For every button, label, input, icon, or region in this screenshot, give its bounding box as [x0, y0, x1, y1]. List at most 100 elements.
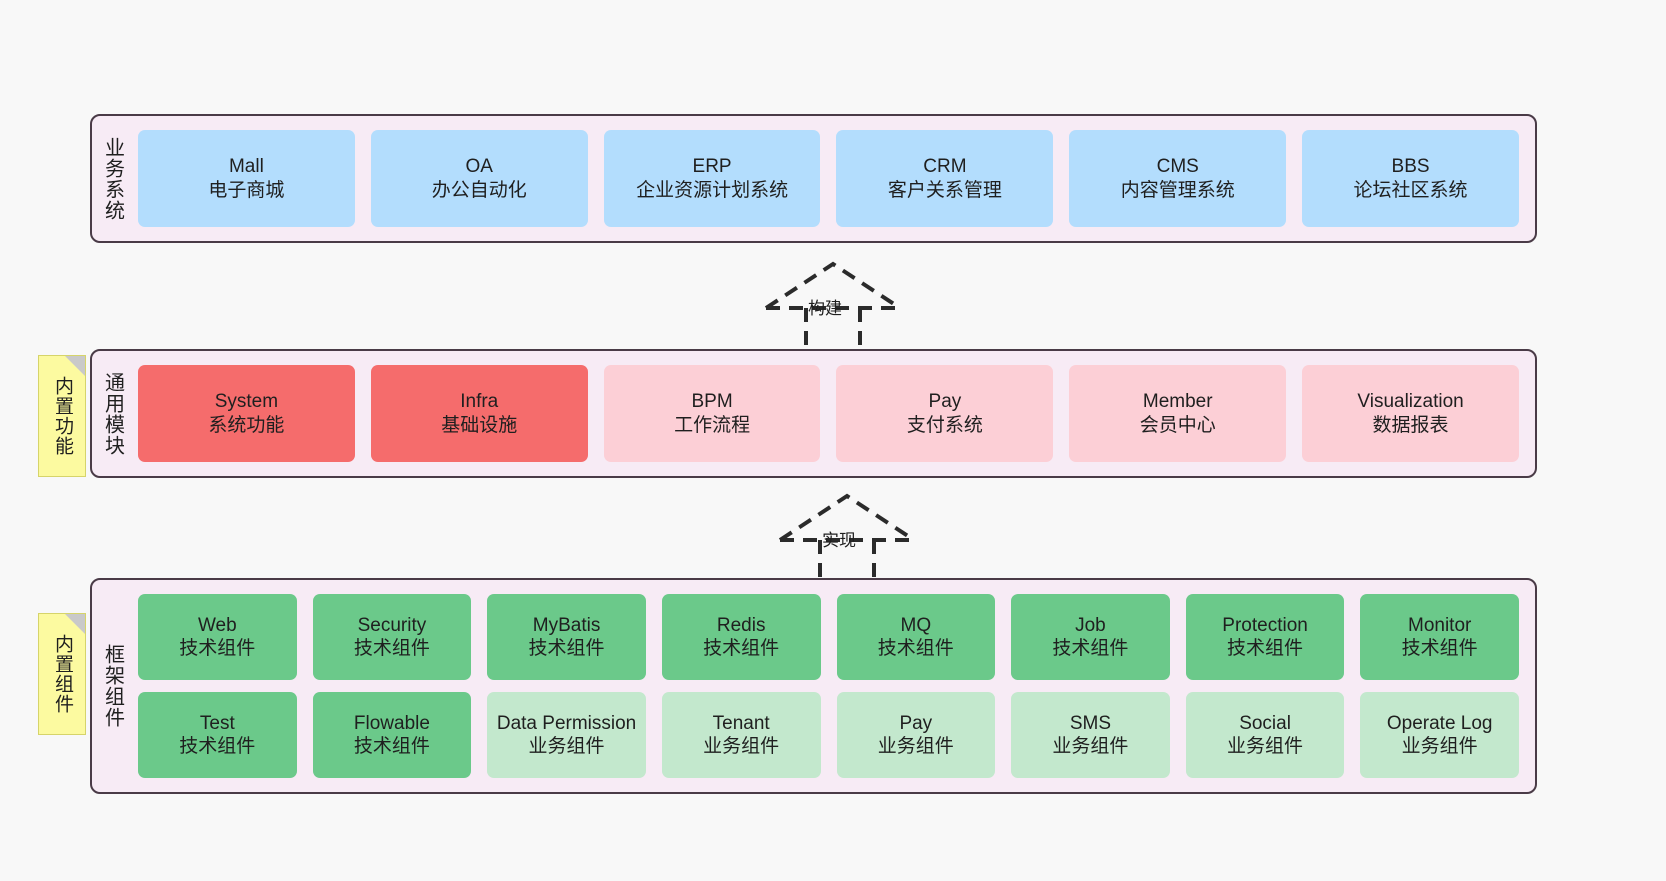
- card-protection[interactable]: Protection 技术组件: [1185, 594, 1345, 680]
- card-subtitle: 基础设施: [441, 414, 518, 436]
- card-subtitle: 工作流程: [674, 414, 751, 436]
- card-row: Mall 电子商城 OA 办公自动化 ERP 企业资源计划系统 CRM 客户关系…: [138, 130, 1519, 227]
- note-builtin-components: 内置组件: [38, 613, 86, 735]
- card-subtitle: 技术组件: [179, 736, 256, 757]
- card-title: MyBatis: [532, 614, 601, 636]
- layer-common-modules-label: 通用模块: [101, 371, 124, 456]
- card-mybatis[interactable]: MyBatis 技术组件: [487, 594, 646, 680]
- card-subtitle: 会员中心: [1139, 414, 1216, 436]
- card-title: System: [214, 391, 279, 413]
- card-subtitle: 技术组件: [353, 638, 430, 659]
- card-title: Monitor: [1408, 614, 1472, 636]
- card-subtitle: 技术组件: [528, 638, 605, 659]
- layer-business-systems-cards: Mall 电子商城 OA 办公自动化 ERP 企业资源计划系统 CRM 客户关系…: [132, 116, 1535, 241]
- card-title: Tenant: [712, 712, 770, 734]
- card-title: MQ: [900, 614, 932, 636]
- card-tenant[interactable]: Tenant 业务组件: [661, 692, 821, 778]
- card-title: CMS: [1156, 156, 1199, 178]
- card-flowable[interactable]: Flowable 技术组件: [312, 692, 472, 778]
- card-subtitle: 数据报表: [1372, 414, 1449, 436]
- card-subtitle: 业务组件: [1227, 736, 1304, 757]
- card-title: Flowable: [353, 712, 430, 734]
- card-subtitle: 技术组件: [703, 638, 780, 659]
- card-data-permission[interactable]: Data Permission 业务组件: [487, 692, 646, 778]
- card-row: Web 技术组件 Security 技术组件 MyBatis 技术组件 Redi…: [138, 594, 1519, 680]
- connector-implement-label: 实现: [822, 531, 856, 550]
- card-title: SMS: [1069, 712, 1112, 734]
- card-title: OA: [465, 156, 493, 178]
- card-cms[interactable]: CMS 内容管理系统: [1069, 130, 1287, 227]
- card-redis[interactable]: Redis 技术组件: [661, 594, 821, 680]
- card-sms[interactable]: SMS 业务组件: [1011, 692, 1170, 778]
- card-row: System 系统功能 Infra 基础设施 BPM 工作流程 Pay 支付系统…: [138, 365, 1519, 462]
- card-member[interactable]: Member 会员中心: [1069, 365, 1287, 462]
- card-subtitle: 业务组件: [1401, 736, 1478, 757]
- card-pay[interactable]: Pay 支付系统: [836, 365, 1054, 462]
- layer-common-modules: 通用模块 System 系统功能 Infra 基础设施 BPM 工作流程 Pay…: [90, 349, 1537, 478]
- card-infra[interactable]: Infra 基础设施: [370, 365, 588, 462]
- layer-framework-components: 框架组件 Web 技术组件 Security 技术组件 MyBatis 技术组件…: [90, 578, 1537, 794]
- card-crm[interactable]: CRM 客户关系管理: [836, 130, 1054, 227]
- card-subtitle: 技术组件: [1052, 638, 1129, 659]
- connector-build-label: 构建: [808, 299, 842, 318]
- card-row: Test 技术组件 Flowable 技术组件 Data Permission …: [138, 692, 1519, 778]
- card-job[interactable]: Job 技术组件: [1011, 594, 1170, 680]
- card-title: Member: [1142, 391, 1213, 413]
- connector-build: 构建: [758, 258, 908, 348]
- card-title: Visualization: [1357, 391, 1464, 413]
- card-subtitle: 客户关系管理: [887, 179, 1002, 201]
- card-social[interactable]: Social 业务组件: [1185, 692, 1345, 778]
- card-title: BPM: [691, 391, 733, 413]
- card-subtitle: 业务组件: [703, 736, 780, 757]
- card-subtitle: 电子商城: [208, 179, 285, 201]
- card-subtitle: 办公自动化: [431, 179, 527, 201]
- note-builtin-functions-label: 内置功能: [51, 376, 73, 456]
- layer-business-systems: 业务系统 Mall 电子商城 OA 办公自动化 ERP 企业资源计划系统 CRM…: [90, 114, 1537, 243]
- card-title: Pay: [899, 712, 933, 734]
- card-title: ERP: [692, 156, 732, 178]
- card-web[interactable]: Web 技术组件: [138, 594, 297, 680]
- card-title: Web: [197, 614, 237, 636]
- card-title: BBS: [1391, 156, 1430, 178]
- card-system[interactable]: System 系统功能: [138, 365, 355, 462]
- card-erp[interactable]: ERP 企业资源计划系统: [603, 130, 821, 227]
- card-operate-log[interactable]: Operate Log 业务组件: [1360, 692, 1519, 778]
- card-subtitle: 技术组件: [877, 638, 954, 659]
- card-test[interactable]: Test 技术组件: [138, 692, 297, 778]
- card-title: CRM: [923, 156, 967, 178]
- card-subtitle: 业务组件: [1052, 736, 1129, 757]
- card-title: Job: [1075, 614, 1106, 636]
- card-pay-business[interactable]: Pay 业务组件: [836, 692, 996, 778]
- layer-business-systems-label: 业务系统: [101, 136, 124, 221]
- card-subtitle: 技术组件: [1227, 638, 1304, 659]
- note-builtin-functions: 内置功能: [38, 355, 86, 477]
- card-oa[interactable]: OA 办公自动化: [370, 130, 588, 227]
- note-fold-corner-icon: [65, 614, 85, 634]
- card-bpm[interactable]: BPM 工作流程: [603, 365, 821, 462]
- note-builtin-components-label: 内置组件: [51, 634, 73, 714]
- card-title: Redis: [716, 614, 766, 636]
- note-fold-corner-icon: [65, 356, 85, 376]
- card-title: Pay: [928, 391, 962, 413]
- card-title: Data Permission: [496, 712, 637, 734]
- card-bbs[interactable]: BBS 论坛社区系统: [1302, 130, 1519, 227]
- card-monitor[interactable]: Monitor 技术组件: [1360, 594, 1519, 680]
- card-security[interactable]: Security 技术组件: [312, 594, 472, 680]
- card-subtitle: 技术组件: [353, 736, 430, 757]
- card-mall[interactable]: Mall 电子商城: [138, 130, 355, 227]
- layer-framework-components-label: 框架组件: [101, 644, 124, 728]
- card-subtitle: 系统功能: [208, 414, 285, 436]
- card-subtitle: 技术组件: [1401, 638, 1478, 659]
- card-subtitle: 业务组件: [877, 736, 954, 757]
- card-mq[interactable]: MQ 技术组件: [836, 594, 996, 680]
- card-title: Operate Log: [1386, 712, 1493, 734]
- card-title: Infra: [460, 391, 499, 413]
- card-subtitle: 内容管理系统: [1120, 179, 1235, 201]
- card-subtitle: 论坛社区系统: [1353, 179, 1468, 201]
- card-subtitle: 技术组件: [179, 638, 256, 659]
- card-title: Social: [1239, 712, 1291, 734]
- card-title: Protection: [1222, 614, 1308, 636]
- card-title: Mall: [228, 156, 264, 178]
- card-visualization[interactable]: Visualization 数据报表: [1302, 365, 1519, 462]
